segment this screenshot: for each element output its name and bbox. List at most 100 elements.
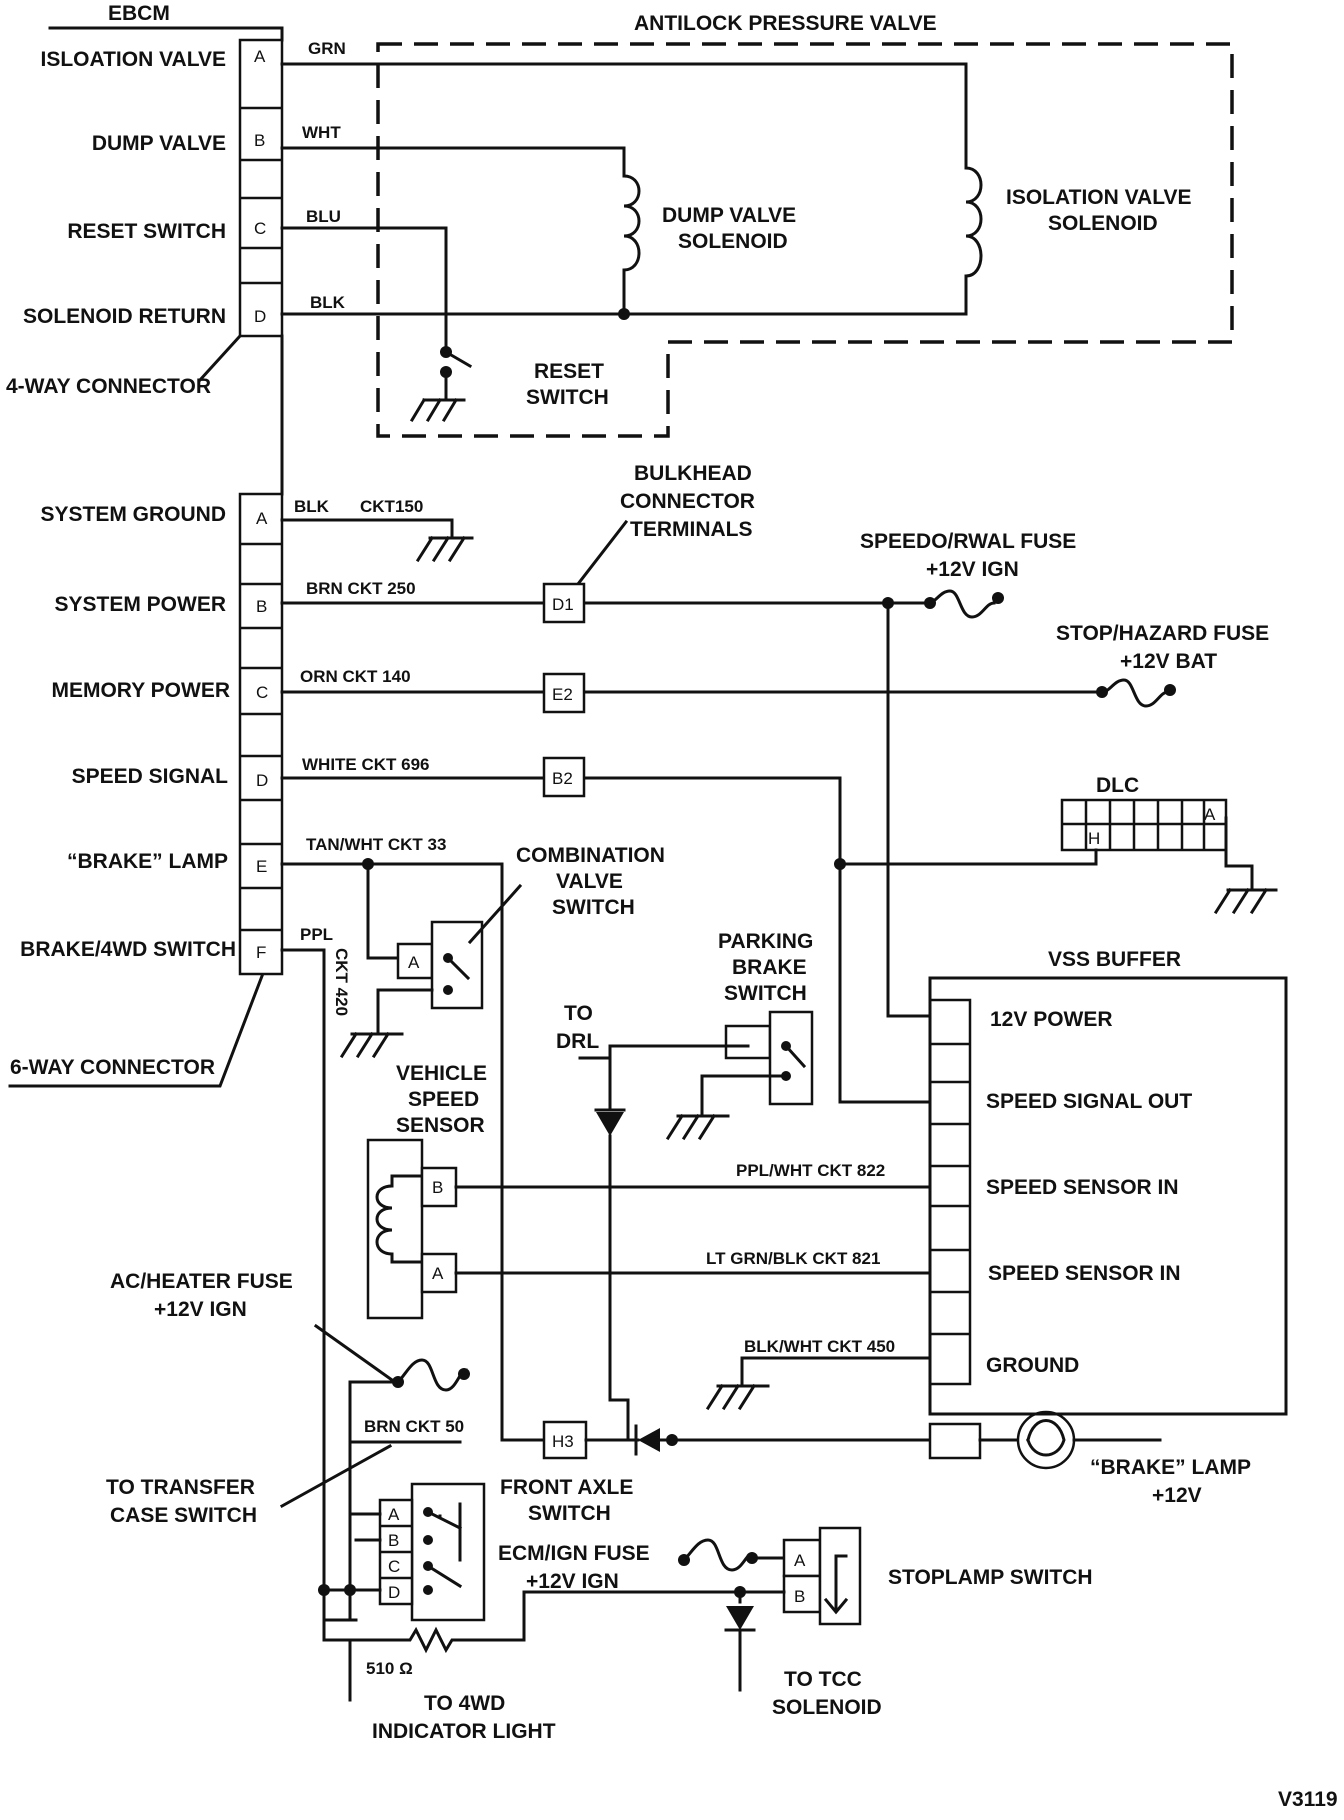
system-ground-label: SYSTEM GROUND	[40, 503, 226, 526]
wire-ckt150: CKT150	[360, 497, 423, 516]
vss-buffer: VSS BUFFER 12V POWER SPEED SIGNAL OUT SP…	[705, 601, 1288, 1416]
transfer-case-branch: BRN CKT 50 TO TRANSFER CASE SWITCH	[106, 1417, 464, 1527]
iso-solenoid-label-1: ISOLATION VALVE	[1006, 186, 1192, 209]
four-way-wires: GRN WHT BLU BLK	[280, 39, 968, 352]
bulkhead-label-2: CONNECTOR	[620, 490, 755, 513]
dlc-pin-h: H	[1088, 829, 1100, 848]
bulkhead-e2: E2	[552, 685, 573, 704]
ebcm-header: EBCM	[48, 2, 284, 42]
brake-4wd-wire: PPL CKT 420	[280, 925, 358, 1622]
system-power-wire: BRN CKT 250 SPEEDO/RWAL FUSE +12V IGN	[280, 530, 1076, 619]
vehicle-speed-sensor: VEHICLE SPEED SENSOR B A PPL/WHT CKT 822…	[366, 1062, 932, 1320]
vehicle-label-2: SPEED	[408, 1088, 479, 1111]
reset-switch-label: RESET SWITCH	[67, 220, 226, 243]
stoplamp-pin-b: B	[794, 1587, 805, 1606]
brake-lamp-label: “BRAKE” LAMP	[67, 850, 228, 873]
bulkhead-b2: B2	[552, 769, 573, 788]
parking-label-2: BRAKE	[732, 956, 807, 979]
front-axle-label-2: SWITCH	[528, 1502, 611, 1525]
vehicle-label-1: VEHICLE	[396, 1062, 487, 1085]
drl-branch: TO DRL	[556, 1002, 932, 1456]
vss-ground: GROUND	[986, 1354, 1079, 1377]
dump-valve-label: DUMP VALVE	[92, 132, 226, 155]
bulkhead-h3-pin: H3	[552, 1432, 574, 1451]
c4-pin-a: A	[254, 47, 266, 66]
to-drl-label-2: DRL	[556, 1030, 599, 1053]
front-axle-switch: FRONT AXLE SWITCH A B C D	[318, 1476, 633, 1622]
reset-label-1: RESET	[534, 360, 604, 383]
antilock-pressure-valve: ANTILOCK PRESSURE VALVE	[376, 12, 1234, 438]
resistor-label: 510 Ω	[366, 1659, 413, 1678]
ac-fuse-label-2: +12V IGN	[154, 1298, 247, 1321]
c6-pin-f: F	[256, 943, 266, 962]
c6-pin-d: D	[256, 771, 268, 790]
brake-4wd-switch-label: BRAKE/4WD SWITCH	[20, 938, 236, 961]
transfer-label-1: TO TRANSFER	[106, 1476, 255, 1499]
front-axle-label-1: FRONT AXLE	[500, 1476, 633, 1499]
memory-power-wire: ORN CKT 140 STOP/HAZARD FUSE +12V BAT	[280, 622, 1269, 708]
stoplamp-pin-a: A	[794, 1551, 806, 1570]
wire-ltgrn-821: LT GRN/BLK CKT 821	[706, 1249, 880, 1268]
wire-brn-250: BRN CKT 250	[306, 579, 416, 598]
speed-signal-wire: WHITE CKT 696	[280, 755, 932, 1104]
wire-ckt-420: CKT 420	[332, 948, 351, 1016]
wire-brn-50: BRN CKT 50	[364, 1417, 464, 1436]
system-power-label: SYSTEM POWER	[54, 593, 226, 616]
to-drl-label-1: TO	[564, 1002, 593, 1025]
front-axle-pin-d: D	[388, 1583, 400, 1602]
dlc-label: DLC	[1096, 774, 1139, 797]
system-ground-wire: BLK CKT150	[280, 497, 474, 563]
wire-wht: WHT	[302, 123, 341, 142]
wire-blk-150: BLK	[294, 497, 330, 516]
resistor-and-indicator: 510 Ω TO 4WD INDICATOR LIGHT	[322, 1590, 742, 1743]
ebcm-label: EBCM	[108, 2, 170, 25]
solenoid-return-label: SOLENOID RETURN	[23, 305, 226, 328]
ecm-fuse-label-1: ECM/IGN FUSE	[498, 1542, 650, 1565]
to-tcc-label-1: TO TCC	[784, 1668, 862, 1691]
front-axle-pin-a: A	[388, 1505, 400, 1524]
to-tcc-label-2: SOLENOID	[772, 1696, 882, 1719]
stop-fuse-label-2: +12V BAT	[1120, 650, 1217, 673]
wire-blk-450: BLK/WHT CKT 450	[744, 1337, 895, 1356]
transfer-label-2: CASE SWITCH	[110, 1504, 257, 1527]
dump-solenoid-label-1: DUMP VALVE	[662, 204, 796, 227]
to-4wd-label-1: TO 4WD	[424, 1692, 505, 1715]
c6-pin-e: E	[256, 857, 267, 876]
six-way-connector: A B C D E F	[238, 492, 284, 976]
isolation-valve-label: ISLOATION VALVE	[40, 48, 226, 71]
stop-fuse-label-1: STOP/HAZARD FUSE	[1056, 622, 1269, 645]
wire-ppl: PPL	[300, 925, 333, 944]
wire-orn-140: ORN CKT 140	[300, 667, 411, 686]
combo-label-2: VALVE	[556, 870, 623, 893]
brake-lamp-12v-label-2: +12V	[1152, 1484, 1202, 1507]
stoplamp-circuit: ECM/IGN FUSE +12V IGN A B STOPLAMP SWITC…	[498, 1526, 1093, 1719]
four-way-labels: ISLOATION VALVE DUMP VALVE RESET SWITCH …	[6, 48, 243, 398]
c6-pin-c: C	[256, 683, 268, 702]
combo-label-1: COMBINATION	[516, 844, 665, 867]
wire-blu: BLU	[306, 207, 341, 226]
parking-label-3: SWITCH	[724, 982, 807, 1005]
c4-pin-d: D	[254, 307, 266, 326]
dump-valve-solenoid: DUMP VALVE SOLENOID	[622, 174, 796, 272]
bulkhead-h3: H3	[542, 1420, 630, 1460]
wire-grn: GRN	[308, 39, 346, 58]
ac-fuse-label-1: AC/HEATER FUSE	[110, 1270, 293, 1293]
stoplamp-switch-label: STOPLAMP SWITCH	[888, 1566, 1093, 1589]
six-way-connector-label: 6-WAY CONNECTOR	[10, 1056, 215, 1079]
vss-speed-sensor-in-2: SPEED SENSOR IN	[988, 1262, 1181, 1285]
memory-power-label: MEMORY POWER	[51, 679, 230, 702]
brake-lamp-wire: TAN/WHT CKT 33	[280, 835, 546, 1442]
c4-pin-c: C	[254, 219, 266, 238]
c6-pin-b: B	[256, 597, 267, 616]
bulkhead-label-1: BULKHEAD	[634, 462, 752, 485]
front-axle-pin-c: C	[388, 1557, 400, 1576]
figure-id: V3119	[1278, 1788, 1338, 1811]
vss-buffer-label: VSS BUFFER	[1048, 948, 1181, 971]
c6-pin-a: A	[256, 509, 268, 528]
bulkhead-label-3: TERMINALS	[630, 518, 753, 541]
vss-pin-a: A	[432, 1264, 444, 1283]
vss-speed-signal-out: SPEED SIGNAL OUT	[986, 1090, 1192, 1113]
vss-pin-b: B	[432, 1178, 443, 1197]
front-axle-pin-b: B	[388, 1531, 399, 1550]
iso-solenoid-label-2: SOLENOID	[1048, 212, 1158, 235]
